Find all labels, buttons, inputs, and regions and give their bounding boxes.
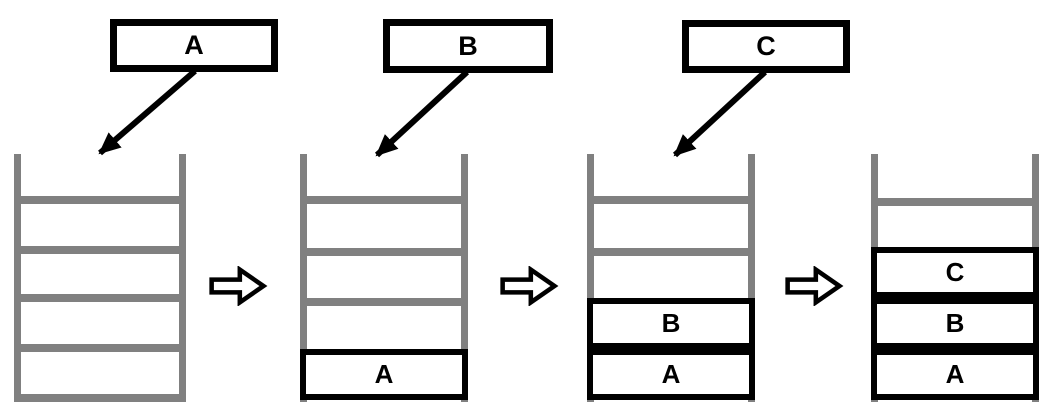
stack-right-rail [179,154,186,402]
stack-slot-line [871,198,1039,206]
stack-state-b-a: B A [587,154,755,402]
stack-slot-line [14,394,186,402]
stack-cell-label: B [945,308,965,338]
push-item-box-c: C [682,20,850,73]
stack-right-rail [748,154,755,402]
stack-slot-line [300,248,468,256]
stack-cell-label: B [661,308,681,338]
stack-left-rail [300,154,307,402]
stack-slot-line [587,196,755,204]
stack-cell-label: A [661,359,681,389]
stack-slot-line [14,344,186,352]
stack-state-empty [14,154,186,402]
push-item-label-c: C [756,31,776,61]
push-arrow-a-icon [98,68,197,156]
stack-cell: C [871,247,1039,298]
step-arrow-icon [500,266,559,306]
stack-cell: B [871,298,1039,349]
stack-cell: A [871,349,1039,400]
stack-slot-line [14,294,186,302]
stack-state-c-b-a: C B A [871,154,1039,402]
stack-state-a: A [300,154,468,402]
stack-right-rail [461,154,468,402]
push-arrow-b-icon [374,69,470,158]
step-arrow-icon [209,266,268,306]
push-item-box-a: A [110,19,278,72]
stack-left-rail [587,154,594,402]
push-item-box-b: B [383,19,553,73]
stack-slot-line [14,246,186,254]
stack-cell: B [587,298,755,349]
push-item-label-b: B [458,30,478,61]
stack-left-rail [14,154,21,402]
push-item-label-a: A [184,30,204,60]
stack-cells: B A [587,298,755,400]
push-arrow-c-icon [672,69,768,158]
step-arrow-icon [785,266,844,306]
stack-cell-label: A [374,359,394,389]
stack-cells: A [300,349,468,400]
stack-cell-label: C [945,257,965,287]
stack-cell: A [300,349,468,400]
stack-cells: C B A [871,247,1039,400]
stack-cell: A [587,349,755,400]
stack-slot-line [300,298,468,306]
stack-cell-label: A [945,359,965,389]
stack-slot-line [14,196,186,204]
stack-slot-line [587,248,755,256]
stack-slot-line [300,196,468,204]
